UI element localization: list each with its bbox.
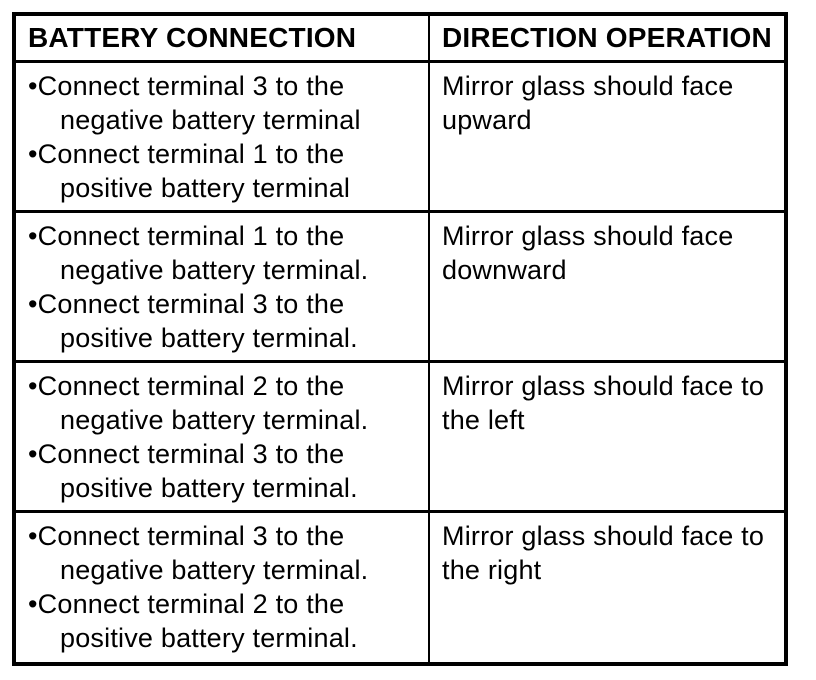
bullet-text: Connect terminal 1 to the negative batte… [37, 221, 369, 285]
header-battery-connection: BATTERY CONNECTION [16, 16, 428, 60]
bullet-icon: • [28, 521, 38, 551]
battery-connection-cell-row4: •Connect terminal 3 to the negative batt… [16, 510, 428, 662]
bullet-text: Connect terminal 3 to the negative batte… [37, 521, 369, 585]
bullet-text: Connect terminal 3 to the positive batte… [37, 439, 358, 503]
bullet-item: •Connect terminal 2 to the positive batt… [28, 587, 420, 655]
header-direction-operation: DIRECTION OPERATION [428, 16, 784, 60]
bullet-item: •Connect terminal 1 to the positive batt… [28, 137, 420, 205]
bullet-icon: • [28, 589, 38, 619]
bullet-text: Connect terminal 3 to the positive batte… [37, 289, 358, 353]
bullet-item: •Connect terminal 2 to the negative batt… [28, 369, 420, 437]
bullet-text: Connect terminal 2 to the negative batte… [37, 371, 369, 435]
bullet-text: Connect terminal 2 to the positive batte… [37, 589, 358, 653]
direction-text: Mirror glass should face upward [442, 71, 734, 135]
direction-operation-cell-row1: Mirror glass should face upward [428, 60, 784, 210]
direction-text: Mirror glass should face to the left [442, 371, 765, 435]
battery-connection-cell-row2: •Connect terminal 1 to the negative batt… [16, 210, 428, 360]
battery-connection-cell-row3: •Connect terminal 2 to the negative batt… [16, 360, 428, 510]
bullet-icon: • [28, 439, 38, 469]
bullet-item: •Connect terminal 3 to the negative batt… [28, 519, 420, 587]
direction-operation-cell-row3: Mirror glass should face to the left [428, 360, 784, 510]
bullet-item: •Connect terminal 3 to the negative batt… [28, 69, 420, 137]
header-direction-operation-label: DIRECTION OPERATION [442, 22, 772, 53]
bullet-icon: • [28, 221, 38, 251]
bullet-icon: • [28, 139, 38, 169]
direction-text: Mirror glass should face to the right [442, 521, 765, 585]
bullet-text: Connect terminal 1 to the positive batte… [37, 139, 351, 203]
direction-text: Mirror glass should face downward [442, 221, 734, 285]
bullet-text: Connect terminal 3 to the negative batte… [37, 71, 361, 135]
bullet-item: •Connect terminal 3 to the positive batt… [28, 437, 420, 505]
header-battery-connection-label: BATTERY CONNECTION [28, 22, 357, 53]
direction-operation-cell-row2: Mirror glass should face downward [428, 210, 784, 360]
bullet-item: •Connect terminal 3 to the positive batt… [28, 287, 420, 355]
battery-connection-cell-row1: •Connect terminal 3 to the negative batt… [16, 60, 428, 210]
bullet-icon: • [28, 371, 38, 401]
direction-operation-cell-row4: Mirror glass should face to the right [428, 510, 784, 662]
bullet-item: •Connect terminal 1 to the negative batt… [28, 219, 420, 287]
mirror-operation-table: BATTERY CONNECTION DIRECTION OPERATION •… [12, 12, 788, 666]
bullet-icon: • [28, 71, 38, 101]
bullet-icon: • [28, 289, 38, 319]
